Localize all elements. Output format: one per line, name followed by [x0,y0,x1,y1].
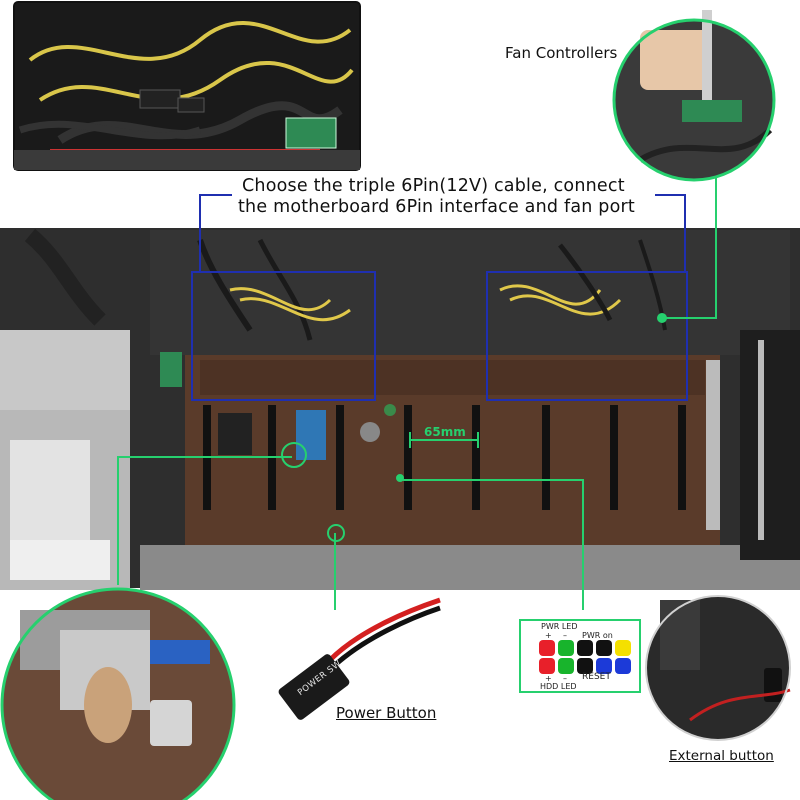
slot-spacing-label: 65mm [424,425,466,439]
top-cable-inset-photo [13,1,361,171]
fan-controllers-label: Fan Controllers [505,44,618,62]
header-pin [558,658,574,674]
header-pin [539,658,555,674]
motherboard [160,352,720,545]
header-pin [539,640,555,656]
header-pin [596,658,612,674]
six-pin-highlights [191,194,688,401]
power-switch-cable [278,597,441,720]
power-supply-unit [0,330,130,590]
pwr-on-label: PWR on [582,631,613,640]
header-pin [577,658,593,674]
pwr-led-label: PWR LED [541,622,578,631]
cable-instruction: Choose the triple 6Pin(12V) cable, conne… [140,176,780,218]
hdd-led-plus-sign: + [545,674,552,683]
hdd-led-minus-sign: – [563,674,567,683]
header-pin [615,658,631,674]
header-pin [596,640,612,656]
external-button-inset [645,595,791,741]
callout-lines [117,150,717,610]
front-panel-pin-diagram [519,619,641,693]
pwr-led-minus-sign: – [563,631,567,640]
header-pin [577,640,593,656]
power-button-label: Power Button [336,704,437,722]
external-button-label: External button [669,748,774,764]
instruction-line-1: Choose the triple 6Pin(12V) cable, conne… [242,176,625,196]
pwr-led-plus-sign: + [545,631,552,640]
header-pin [558,640,574,656]
fan-controller-inset [612,10,776,182]
instruction-line-2: the motherboard 6Pin interface and fan p… [238,197,635,217]
hdd-led-label: HDD LED [540,682,577,691]
header-pin [615,640,631,656]
pin-header [539,640,631,674]
reset-label: RESET [582,672,611,682]
motherboard-zoom-inset [0,587,236,800]
